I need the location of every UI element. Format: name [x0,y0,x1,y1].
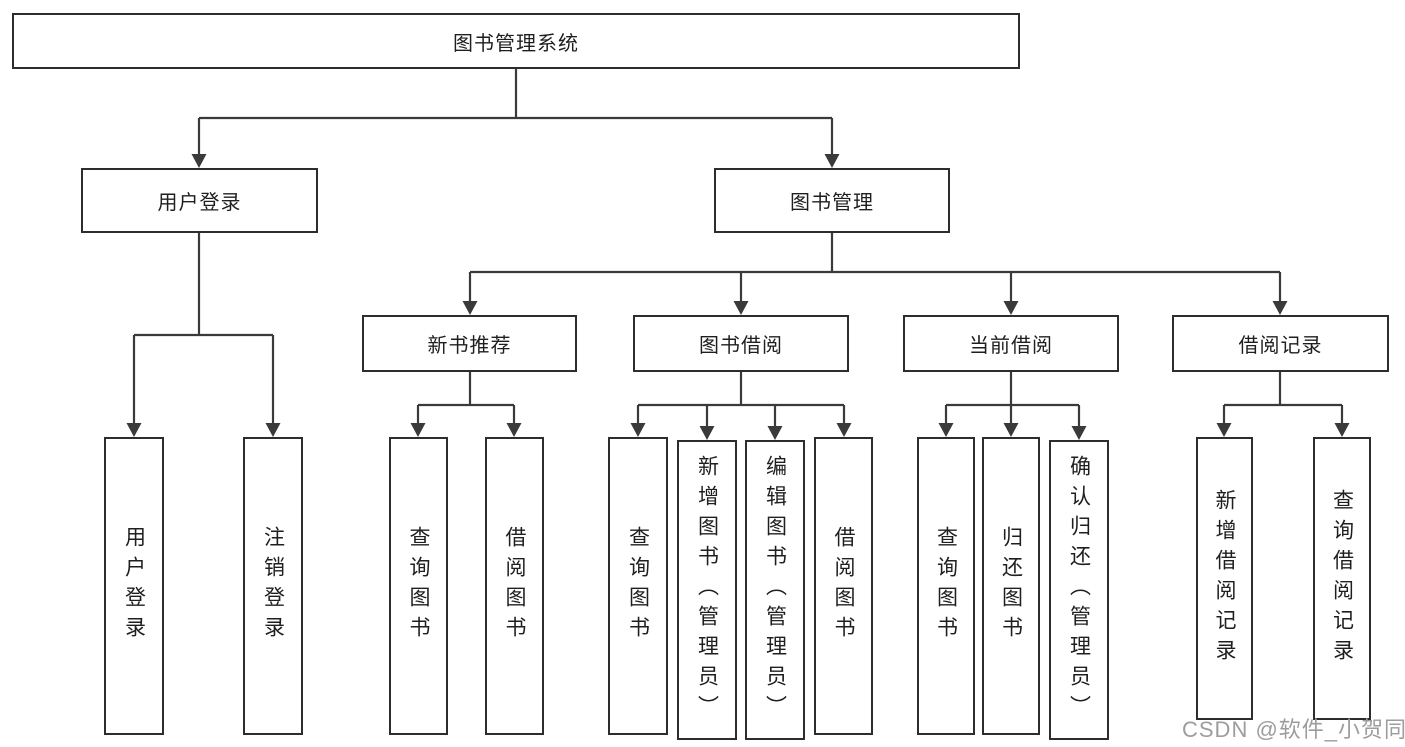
connector-borrow-records-children [1222,372,1344,424]
node-new-book-recommend: 新书推荐 [362,315,577,372]
arrowheads-current-borrow-children [938,423,1087,440]
node-library-system: 图书管理系统 [12,13,1020,69]
arrowheads-root-to-level2 [191,154,840,168]
node-user-login: 用户登录 [81,168,318,233]
leaf-user-login: 用户登录 [104,437,164,735]
connector-current-borrow-children [944,372,1081,427]
connector-book-mgmt-to-level3 [468,233,1282,302]
arrowheads-book-mgmt-to-level3 [462,301,1288,315]
leaf-query-books-recommend: 查询图书 [389,437,448,735]
csdn-watermark: CSDN @软件_小贺同学 [1182,717,1405,742]
leaf-query-borrow-record: 查询借阅记录 [1313,437,1371,720]
leaf-query-books-borrow: 查询图书 [608,437,668,735]
leaf-edit-books-admin: 编辑图书（管理员） [745,440,805,740]
arrowheads-user-login-children [126,423,281,437]
node-book-borrowing: 图书借阅 [633,315,849,372]
arrowheads-new-book-rec-children [410,423,522,437]
leaf-logout-login: 注销登录 [243,437,303,735]
node-borrow-records: 借阅记录 [1172,315,1389,372]
connector-root-to-level2 [197,69,834,155]
arrowheads-borrow-records-children [1216,423,1350,437]
leaf-borrow-books-recommend: 借阅图书 [485,437,544,735]
leaf-return-books: 归还图书 [982,437,1040,735]
node-current-borrowing: 当前借阅 [903,315,1119,372]
leaf-borrow-books: 借阅图书 [814,437,873,735]
node-book-management: 图书管理 [714,168,950,233]
leaf-confirm-return-admin: 确认归还（管理员） [1049,440,1109,740]
connector-new-book-rec-children [416,372,516,424]
leaf-query-books-current: 查询图书 [917,437,975,735]
connector-book-borrow-children [636,372,846,427]
leaf-add-borrow-record: 新增借阅记录 [1196,437,1253,720]
connector-user-login-children [132,233,275,424]
leaf-add-books-admin: 新增图书（管理员） [677,440,737,740]
